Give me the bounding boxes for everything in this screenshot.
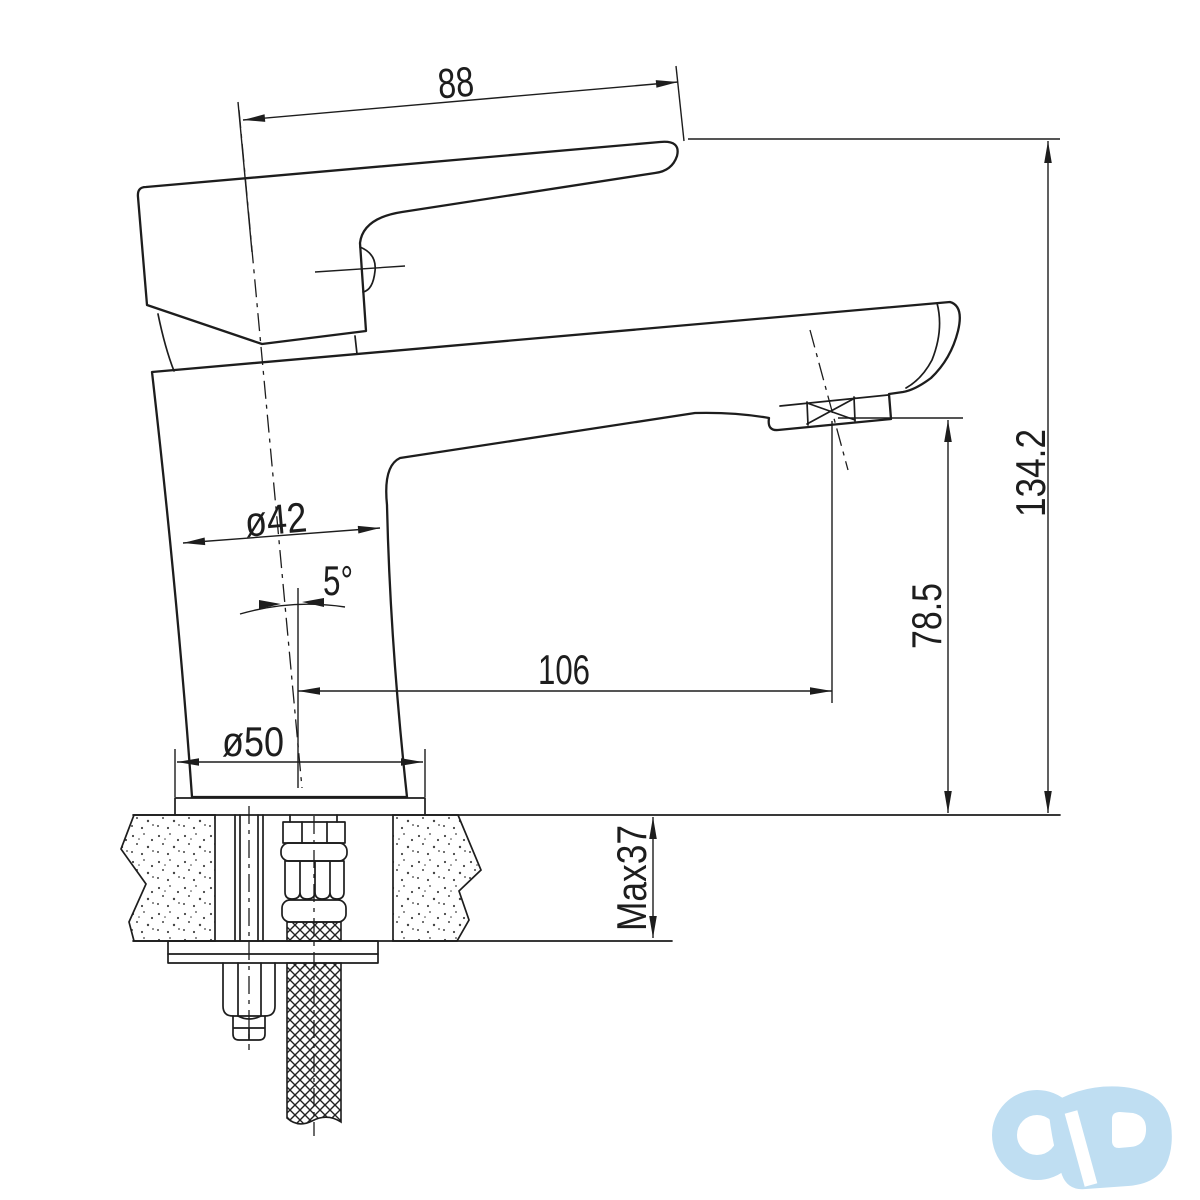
aerator-top-edge (779, 394, 889, 407)
logo-right-loop-hole (1112, 1112, 1147, 1148)
dim-base-diameter: ø50 (174, 718, 426, 797)
dim-max-counter-thickness: Max37 (608, 817, 657, 938)
mounting-rod (234, 814, 264, 942)
connector-ribbed-section (284, 860, 345, 900)
dim-label-max37: Max37 (608, 825, 655, 931)
dim-spout-height: 78.5 (838, 417, 963, 813)
dim-label-o42: ø42 (243, 493, 309, 545)
faucet-body (150, 300, 961, 799)
mounting-section (120, 797, 1061, 1125)
handle-button-crosshair (314, 265, 406, 273)
connector-hex-flats (301, 821, 328, 844)
angle-arc (239, 603, 346, 615)
extension-line (174, 749, 426, 797)
countertop-right-block (392, 814, 483, 942)
aerator-cross-right (806, 397, 856, 425)
aerator-box-edges (806, 396, 856, 426)
dim-handle-angle: 5° (239, 557, 353, 788)
angle-arrow-right (302, 598, 324, 607)
handle-neck-line (354, 335, 358, 355)
handle-button-arc (359, 246, 377, 293)
body-shoulder-arc (157, 313, 175, 372)
dim-total-height: 134.2 (688, 138, 1060, 813)
dimension-line (182, 525, 381, 546)
dimension-line (242, 80, 679, 122)
countertop-left-block (120, 814, 216, 942)
base-plate (174, 797, 426, 816)
dim-label-134-2: 134.2 (1007, 429, 1054, 517)
brand-logo (992, 1086, 1172, 1190)
angle-arrow-left (259, 600, 281, 609)
extension-line (237, 101, 253, 253)
dim-label-o50: ø50 (222, 718, 284, 765)
faucet-handle (136, 140, 679, 346)
washer-plate (167, 940, 379, 964)
logo-right-loop (1048, 1086, 1172, 1190)
body-spout-outline (150, 300, 961, 799)
logo-diagonal-gap (1064, 1110, 1098, 1187)
spout-tip-inner-line (905, 302, 941, 389)
dimension-annotations: 88 134.2 ø42 5° 106 78.5 (174, 58, 1060, 938)
extension-line (675, 65, 685, 142)
aerator-centerline (809, 329, 849, 471)
dim-body-diameter: ø42 (182, 493, 381, 546)
handle-outline (136, 140, 679, 346)
hose-braid-lower (286, 962, 342, 1125)
dim-label-5deg: 5° (323, 557, 353, 604)
connector-stub-lines (289, 814, 338, 823)
dim-label-78-5: 78.5 (903, 583, 950, 649)
dim-spout-reach: 106 (298, 421, 833, 703)
dim-handle-length: 88 (237, 58, 685, 253)
dim-label-88: 88 (436, 58, 476, 108)
dim-label-106: 106 (538, 646, 590, 693)
